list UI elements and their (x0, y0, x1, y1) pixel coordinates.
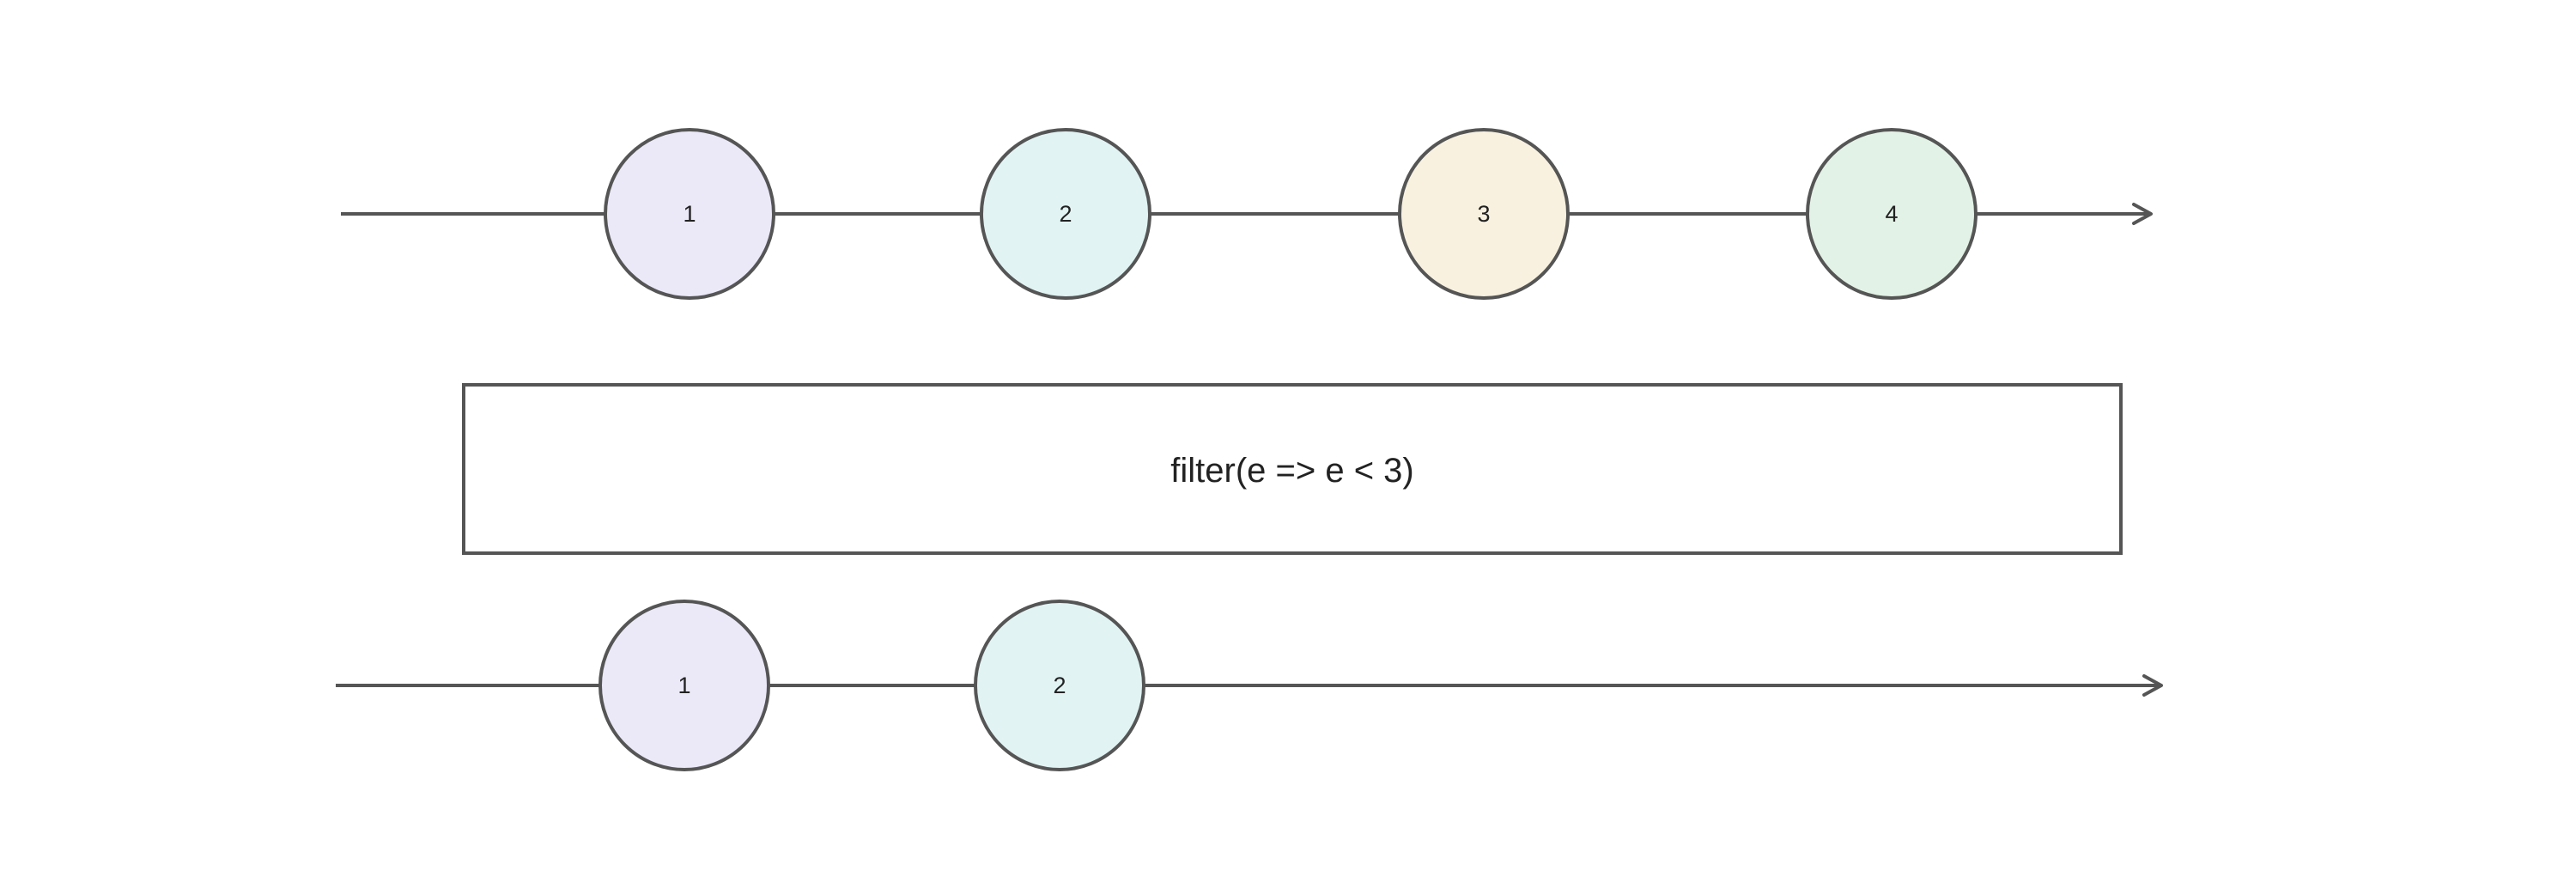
input-marble-1: 1 (604, 128, 775, 300)
input-marble-2: 2 (980, 128, 1151, 300)
input-marble-4: 4 (1806, 128, 1978, 300)
input-marble-3-label: 3 (1477, 201, 1490, 227)
input-stream: 1 2 3 4 (341, 128, 2153, 300)
input-marble-3-circle (1398, 128, 1570, 300)
output-marble-1: 1 (598, 600, 770, 771)
input-marble-1-circle (604, 128, 775, 300)
output-marble-2-label: 2 (1053, 673, 1066, 698)
input-timeline-arrow-icon (2132, 203, 2153, 225)
operator-label: filter(e => e < 3) (1170, 452, 1413, 490)
input-marble-2-label: 2 (1059, 201, 1072, 227)
input-marble-1-label: 1 (683, 201, 696, 227)
operator: filter(e => e < 3) (462, 383, 2123, 555)
output-marble-2-circle (974, 600, 1145, 771)
output-marble-1-circle (598, 600, 770, 771)
output-marble-2: 2 (974, 600, 1145, 771)
input-marble-4-label: 4 (1885, 201, 1898, 227)
input-marble-4-circle (1806, 128, 1978, 300)
output-marble-1-label: 1 (677, 673, 690, 698)
output-timeline-arrow-icon (2142, 674, 2163, 697)
input-marble-3: 3 (1398, 128, 1570, 300)
output-stream: 1 2 (336, 600, 2163, 771)
input-marble-2-circle (980, 128, 1151, 300)
operator-box (462, 383, 2123, 555)
